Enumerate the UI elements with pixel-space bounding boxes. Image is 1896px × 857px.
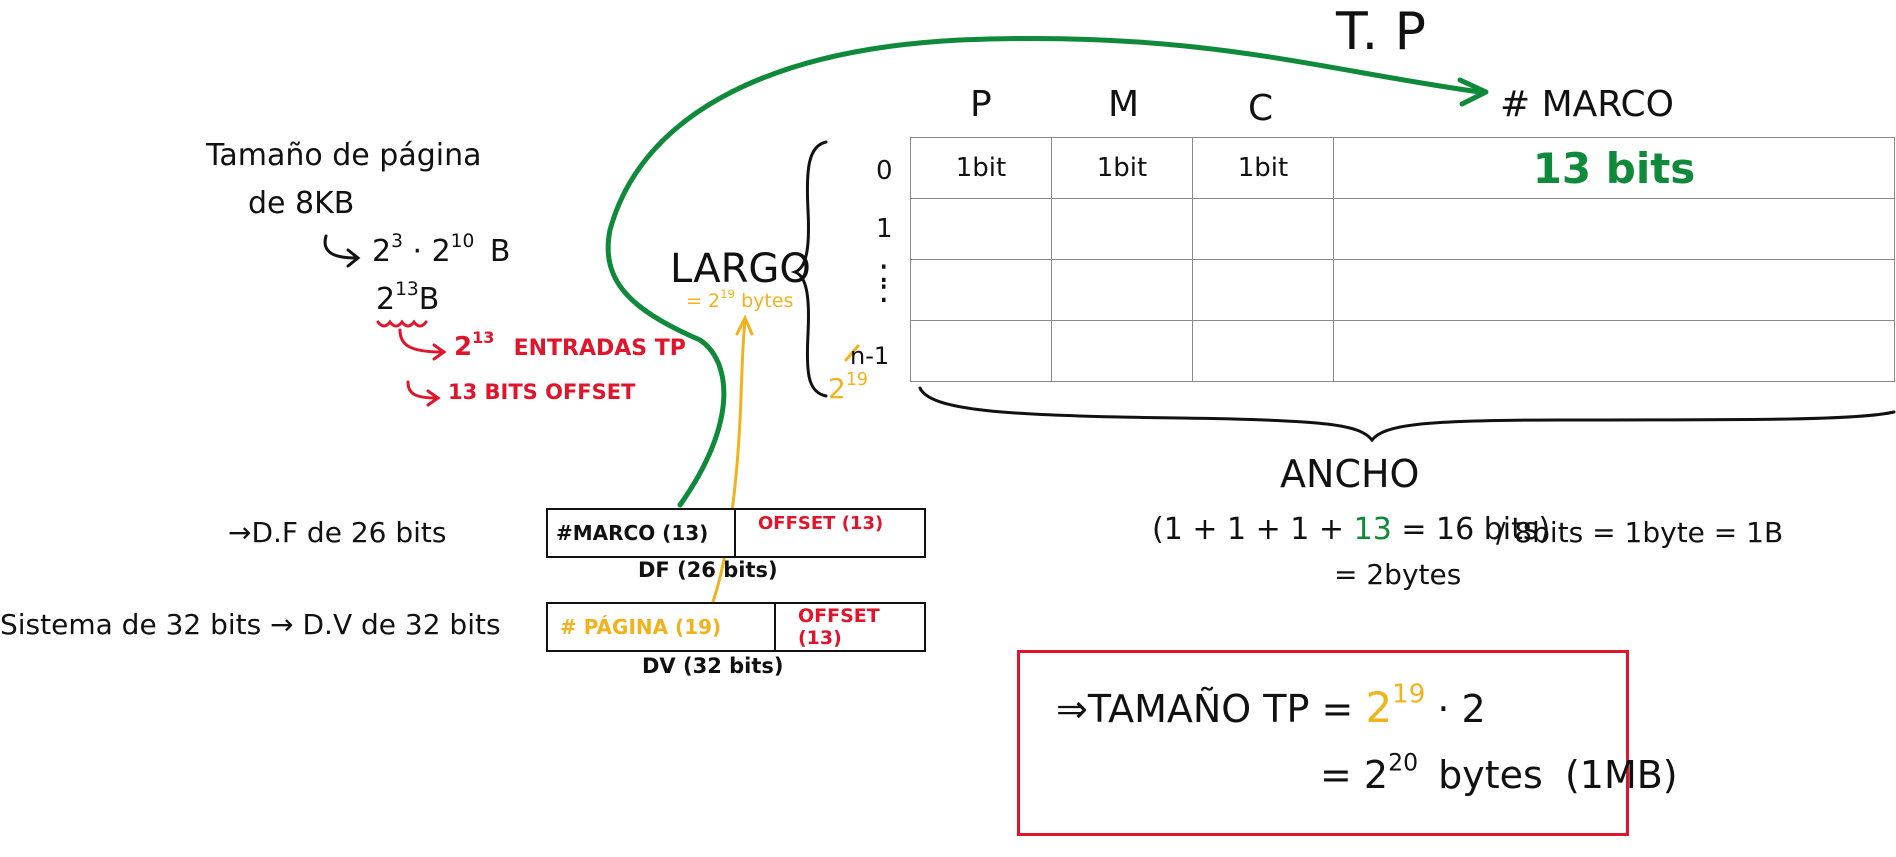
result-line-1: ⇒TAMAÑO TP = 219 · 2 — [1056, 679, 1486, 732]
column-c: C — [1248, 88, 1274, 129]
cell-marco-0: 13 bits — [1333, 137, 1895, 199]
row-index-dots-2: : — [878, 271, 890, 311]
page-size-line2: de 8KB — [248, 186, 355, 221]
cell-p-0: 1bit — [910, 137, 1052, 199]
page-size-line1: Tamaño de página — [206, 138, 482, 173]
df-box: #MARCO (13) OFFSET (13) — [546, 508, 926, 558]
table-row: 1bit 1bit 1bit 13 bits — [910, 137, 1895, 199]
yellow-arrowhead — [735, 314, 754, 336]
df-side-label: →D.F de 26 bits — [228, 516, 447, 549]
ancho-bytes: = 2bytes — [1334, 558, 1462, 591]
largo-value: = 219 bytes — [686, 287, 794, 312]
yellow-arrow — [698, 318, 747, 632]
df-caption: DF (26 bits) — [638, 558, 778, 582]
green-arrowhead — [1457, 77, 1489, 107]
table-row — [910, 259, 1895, 321]
cell-c-0: 1bit — [1192, 137, 1334, 199]
ancho-label: ANCHO — [1280, 452, 1420, 496]
page-size-result: 213B — [376, 279, 440, 317]
column-m: M — [1108, 84, 1140, 125]
dv-side-label: Sistema de 32 bits → D.V de 32 bits — [0, 608, 501, 641]
ancho-brace — [918, 386, 1896, 443]
row-index-last: n-1 — [850, 342, 890, 370]
table-row — [910, 198, 1895, 260]
hook-arrow-1-head — [346, 248, 361, 268]
ancho-expression: (1 + 1 + 1 + 13 = 16 bits) — [1152, 512, 1551, 547]
entries-note: 213 ENTRADAS TP — [454, 327, 686, 362]
row-index-1: 1 — [876, 214, 893, 244]
table-row — [910, 320, 1895, 382]
page-size-calc: 23 · 210 B — [372, 231, 511, 269]
cell-m-0: 1bit — [1051, 137, 1193, 199]
result-box: ⇒TAMAÑO TP = 219 · 2 = 220 bytes (1MB) — [1017, 650, 1678, 836]
df-offset-field: OFFSET (13) — [758, 512, 884, 534]
dv-caption: DV (32 bits) — [642, 654, 784, 678]
column-p: P — [970, 84, 992, 125]
row-index-dots: : — [878, 251, 890, 291]
largo-label: LARGO — [670, 246, 811, 292]
column-marco: # MARCO — [1500, 84, 1674, 125]
dv-pagina-field: # PÁGINA (19) — [560, 615, 722, 639]
dv-offset-field: OFFSET (13) — [798, 605, 880, 649]
green-arrow — [605, 35, 1483, 508]
largo-brace — [790, 140, 828, 398]
page-table: 1bit 1bit 1bit 13 bits — [910, 137, 1895, 382]
ancho-division: / 8bits = 1byte = 1B — [1496, 516, 1784, 549]
dv-box: # PÁGINA (19) OFFSET (13) — [546, 602, 926, 652]
yellow-tick — [844, 344, 860, 362]
red-hook-arrow-1-head — [432, 343, 447, 361]
result-line-2: = 220 bytes (1MB) — [1320, 748, 1678, 797]
red-squiggle — [376, 319, 428, 328]
red-hook-arrow-1 — [398, 328, 444, 354]
table-title: T. P — [1336, 2, 1427, 62]
df-marco-field: #MARCO (13) — [556, 521, 709, 545]
row-index-0: 0 — [876, 156, 893, 186]
red-hook-arrow-2 — [406, 380, 438, 400]
red-hook-arrow-2-head — [426, 389, 441, 407]
row-index-last-power: 219 — [828, 369, 868, 405]
offset-note: 13 BITS OFFSET — [448, 380, 636, 404]
hook-arrow-1 — [323, 234, 358, 260]
